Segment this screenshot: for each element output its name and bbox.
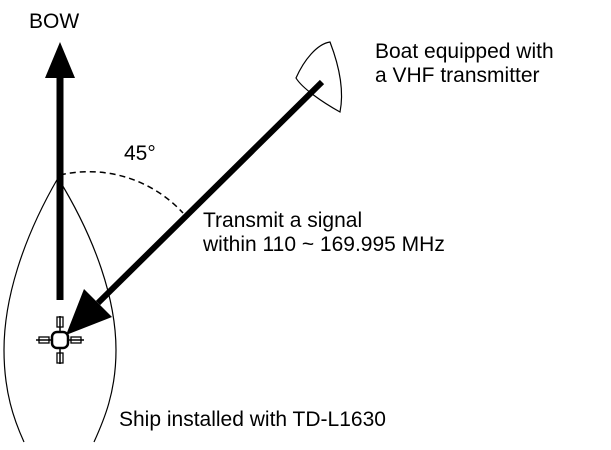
boat-label: Boat equipped with a VHF transmitter <box>375 40 554 88</box>
signal-label: Transmit a signal within 110 ~ 169.995 M… <box>203 209 445 257</box>
ship-label: Ship installed with TD-L1630 <box>119 408 386 432</box>
bow-arrow-icon <box>45 42 75 300</box>
boat-label-line-2: a VHF transmitter <box>375 64 554 88</box>
angle-label: 45° <box>124 142 156 166</box>
signal-label-line-2: within 110 ~ 169.995 MHz <box>203 233 445 257</box>
boat-label-line-1: Boat equipped with <box>375 40 554 64</box>
angle-arc <box>60 172 183 213</box>
bow-label: BOW <box>29 10 79 34</box>
signal-label-line-1: Transmit a signal <box>203 209 445 233</box>
